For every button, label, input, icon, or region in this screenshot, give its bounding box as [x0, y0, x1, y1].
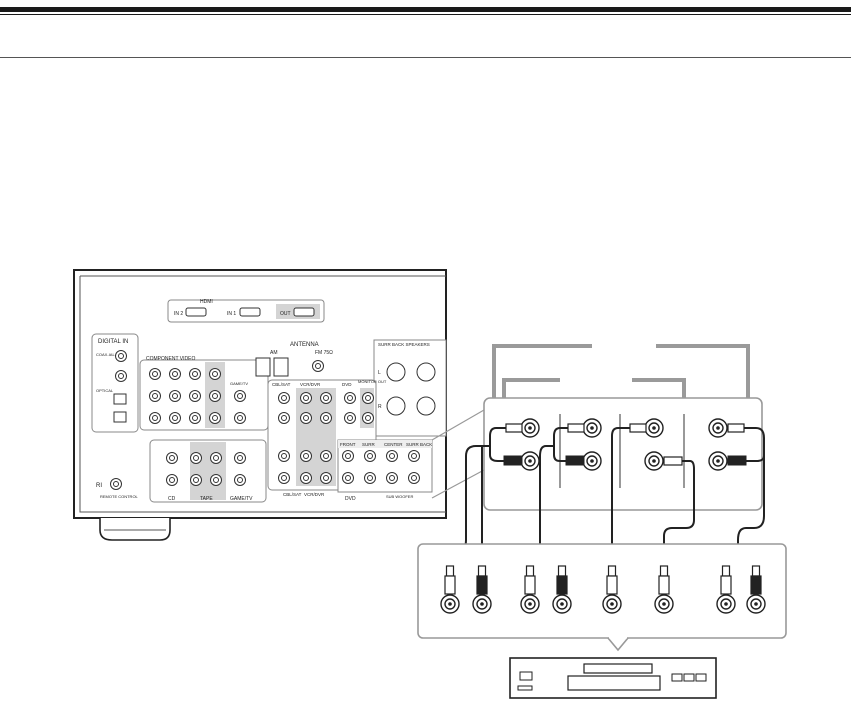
dvd-player	[509, 657, 717, 699]
surr-l-jack	[582, 418, 602, 438]
tape-label: TAPE	[200, 496, 213, 502]
ri-label: RI	[96, 483, 102, 489]
panel-dvd-label: DVD	[345, 496, 356, 502]
hdmi-label: HDMI	[200, 299, 213, 305]
hdmi-out-label: OUT	[280, 311, 291, 317]
fm-label: FM 75Ω	[315, 350, 333, 356]
receiver-rear-panel: HDMI IN 2 IN 1 OUT DIGITAL IN COAX-IAL O…	[73, 269, 447, 541]
cbl-sat-label-bottom: CBL/SAT	[283, 492, 302, 497]
vcr-dvr-label-bottom: VCR/DVR	[304, 492, 325, 497]
panel-center-label: CENTER	[384, 442, 403, 447]
optical-label: OPTICAL	[96, 388, 114, 393]
player-output-panel	[417, 543, 787, 652]
coaxial-label: COAX-IAL	[96, 352, 115, 357]
header-band	[0, 0, 851, 60]
panel-surr-label: SURR	[362, 442, 376, 447]
cd-label: CD	[168, 496, 176, 502]
hdmi-in1-label: IN 1	[227, 311, 236, 317]
cbl-sat-label-top: CBL/SAT	[272, 382, 291, 387]
remote-control-label: REMOTE CONTROL	[100, 494, 139, 499]
spk-l-label: L	[378, 370, 381, 376]
antenna-label: ANTENNA	[290, 342, 319, 348]
hdmi-in2-label: IN 2	[174, 311, 183, 317]
spk-r-label: R	[378, 404, 382, 410]
center-jack	[644, 418, 664, 438]
panel-surr-back-label: SURR BACK	[406, 442, 432, 447]
surr-back-r-jack	[708, 451, 728, 471]
game-tv-label-bottom: GAME/TV	[230, 496, 253, 502]
subwoofer-jack	[644, 451, 664, 471]
group-brackets	[492, 344, 750, 412]
panel-front-label: FRONT	[340, 442, 356, 447]
panel-subwoofer-label: SUB WOOFER	[386, 494, 413, 499]
front-l-jack	[520, 418, 540, 438]
dvd-label-top: DVD	[342, 382, 352, 387]
header-rule-thick	[0, 7, 851, 12]
front-r-jack	[520, 451, 540, 471]
component-video-label: COMPONENT VIDEO	[146, 356, 195, 362]
surr-back-l-jack	[708, 418, 728, 438]
multichannel-input-zoom	[483, 397, 763, 511]
am-label: AM	[270, 350, 278, 356]
surr-r-jack	[582, 451, 602, 471]
vcr-dvr-label-top: VCR/DVR	[300, 382, 321, 387]
monitor-out-label: MONITOR OUT	[358, 379, 387, 384]
surr-back-speakers-label: SURR BACK SPEAKERS	[378, 342, 430, 347]
game-tv-label-top: GAME/TV	[230, 381, 248, 386]
header-rule-bottom	[0, 57, 851, 58]
zoom-indicator	[431, 409, 485, 499]
header-rule-thin	[0, 14, 851, 15]
digital-in-label: DIGITAL IN	[98, 339, 128, 345]
